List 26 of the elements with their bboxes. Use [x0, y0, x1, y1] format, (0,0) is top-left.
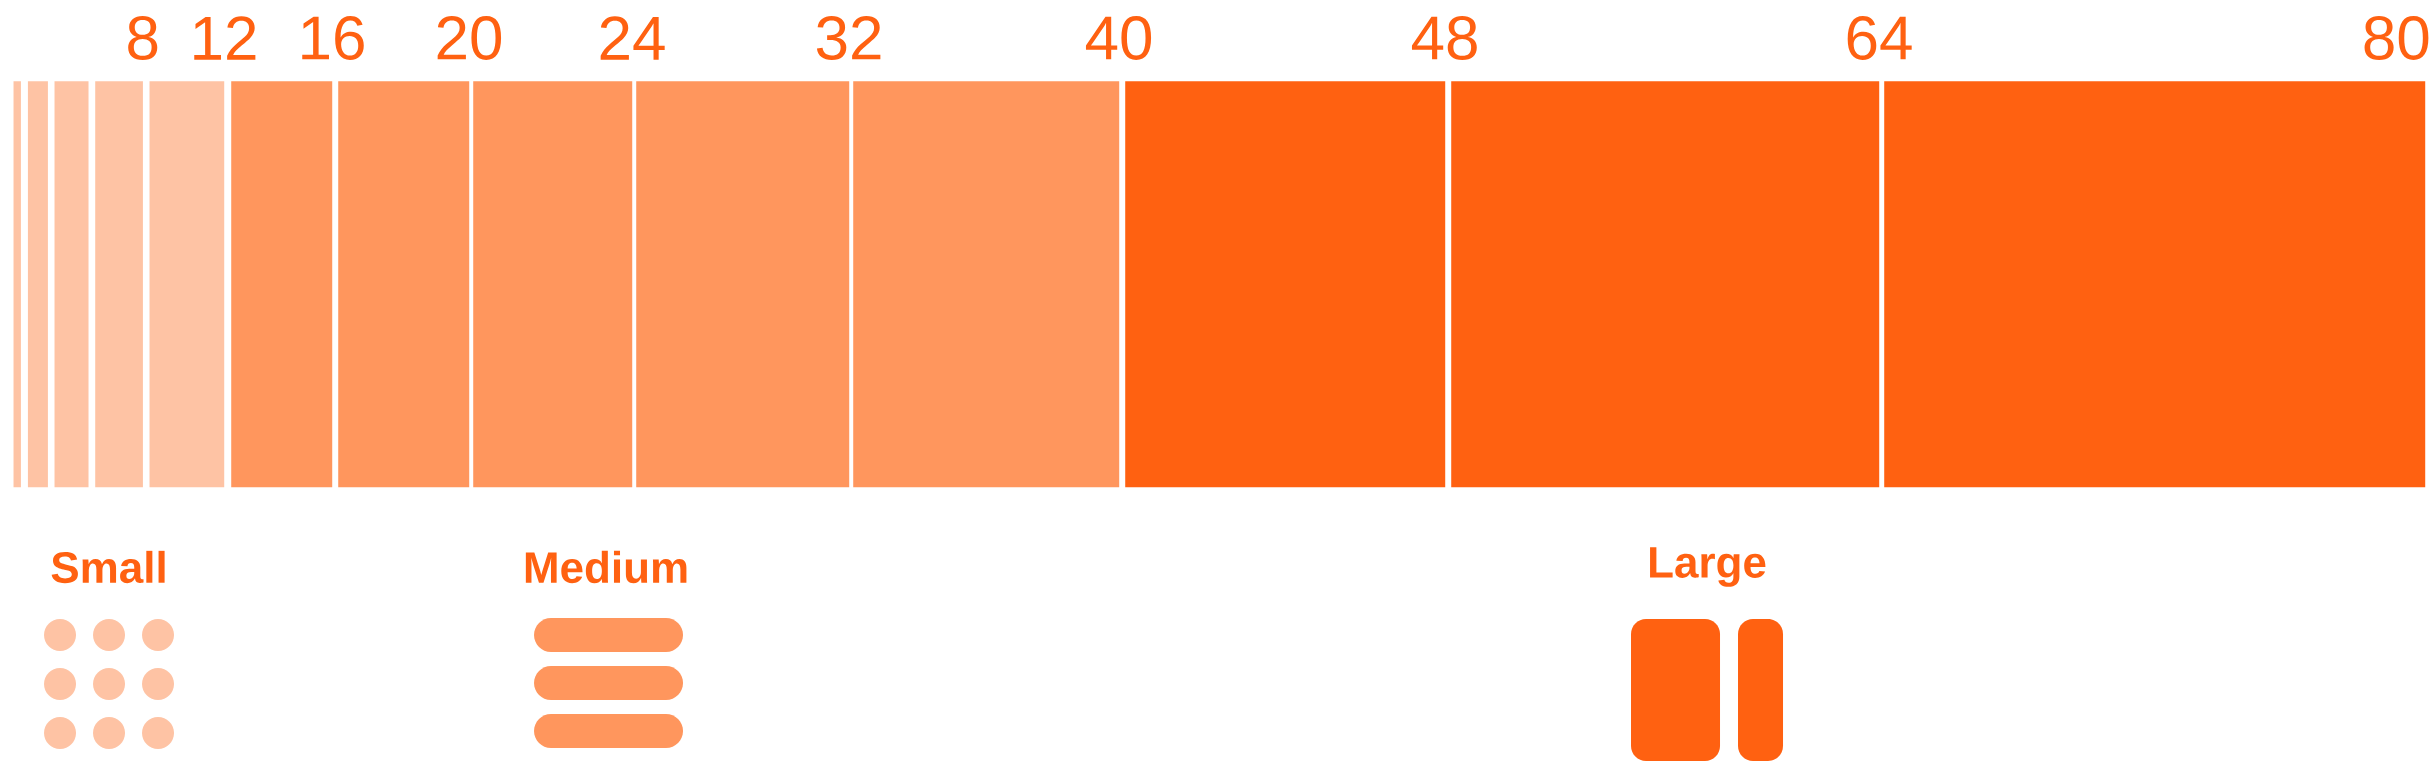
bar	[1884, 81, 2426, 488]
scale-number: 64	[1847, 16, 1912, 60]
bar	[338, 81, 470, 488]
scale-number: 32	[816, 16, 881, 60]
bar	[473, 81, 633, 488]
bar	[54, 81, 89, 488]
bar	[853, 81, 1120, 488]
bar	[13, 81, 21, 488]
scale-number: 8	[128, 16, 158, 60]
bar	[636, 81, 850, 488]
heading: Small	[51, 550, 165, 584]
scale-number: 20	[437, 16, 502, 60]
scale-number: 24	[600, 16, 665, 60]
scale-number: 40	[1085, 16, 1152, 60]
scale-number: 16	[302, 16, 364, 60]
bar	[95, 81, 143, 488]
scale-number: 80	[2364, 16, 2429, 60]
bar	[1451, 81, 1880, 488]
bar	[231, 81, 333, 488]
heading: Large	[1650, 547, 1766, 587]
heading: Medium	[525, 550, 687, 584]
bar	[149, 81, 225, 488]
scale-number: 12	[194, 16, 256, 60]
scale-number: 48	[1411, 16, 1477, 60]
bar	[1125, 81, 1446, 488]
bar	[27, 81, 48, 488]
